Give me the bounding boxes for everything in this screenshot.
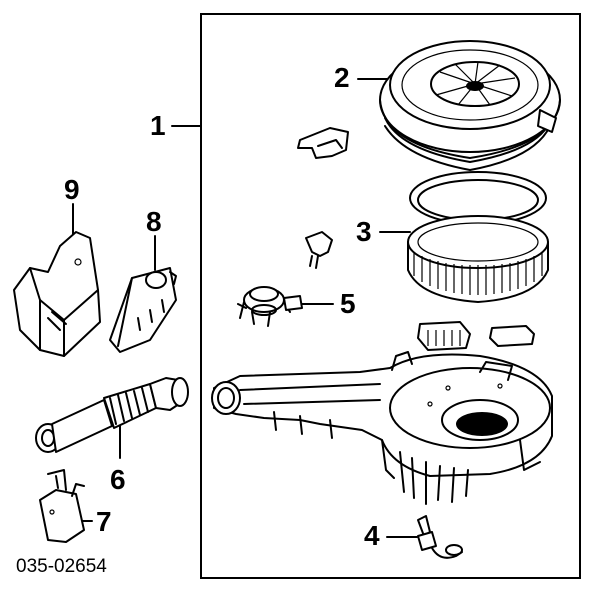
- air-filter-element: [407, 171, 549, 303]
- air-cleaner-housing: [211, 351, 553, 505]
- intake-hose: [35, 377, 189, 453]
- callout-8: 8: [146, 206, 162, 237]
- seal-pieces: [417, 321, 535, 351]
- sensor-clip: [305, 231, 333, 269]
- assembly-frame: [200, 13, 581, 579]
- callout-2: 2: [334, 62, 350, 93]
- callout-4: 4: [364, 520, 380, 551]
- callout-1: 1: [150, 110, 166, 141]
- cover-clip: [297, 127, 349, 159]
- air-cleaner-cover: [379, 40, 561, 171]
- mounting-bracket: [13, 231, 101, 357]
- callout-9: 9: [64, 174, 80, 205]
- diagram-part-number: 035-02654: [16, 556, 107, 577]
- resonator: [109, 267, 177, 353]
- callout-6: 6: [110, 464, 126, 495]
- hose-bracket: [39, 469, 85, 543]
- temperature-sensor: [417, 515, 463, 559]
- callout-7: 7: [96, 506, 112, 537]
- callout-5: 5: [340, 288, 356, 319]
- vacuum-motor: [237, 286, 303, 327]
- callout-3: 3: [356, 216, 372, 247]
